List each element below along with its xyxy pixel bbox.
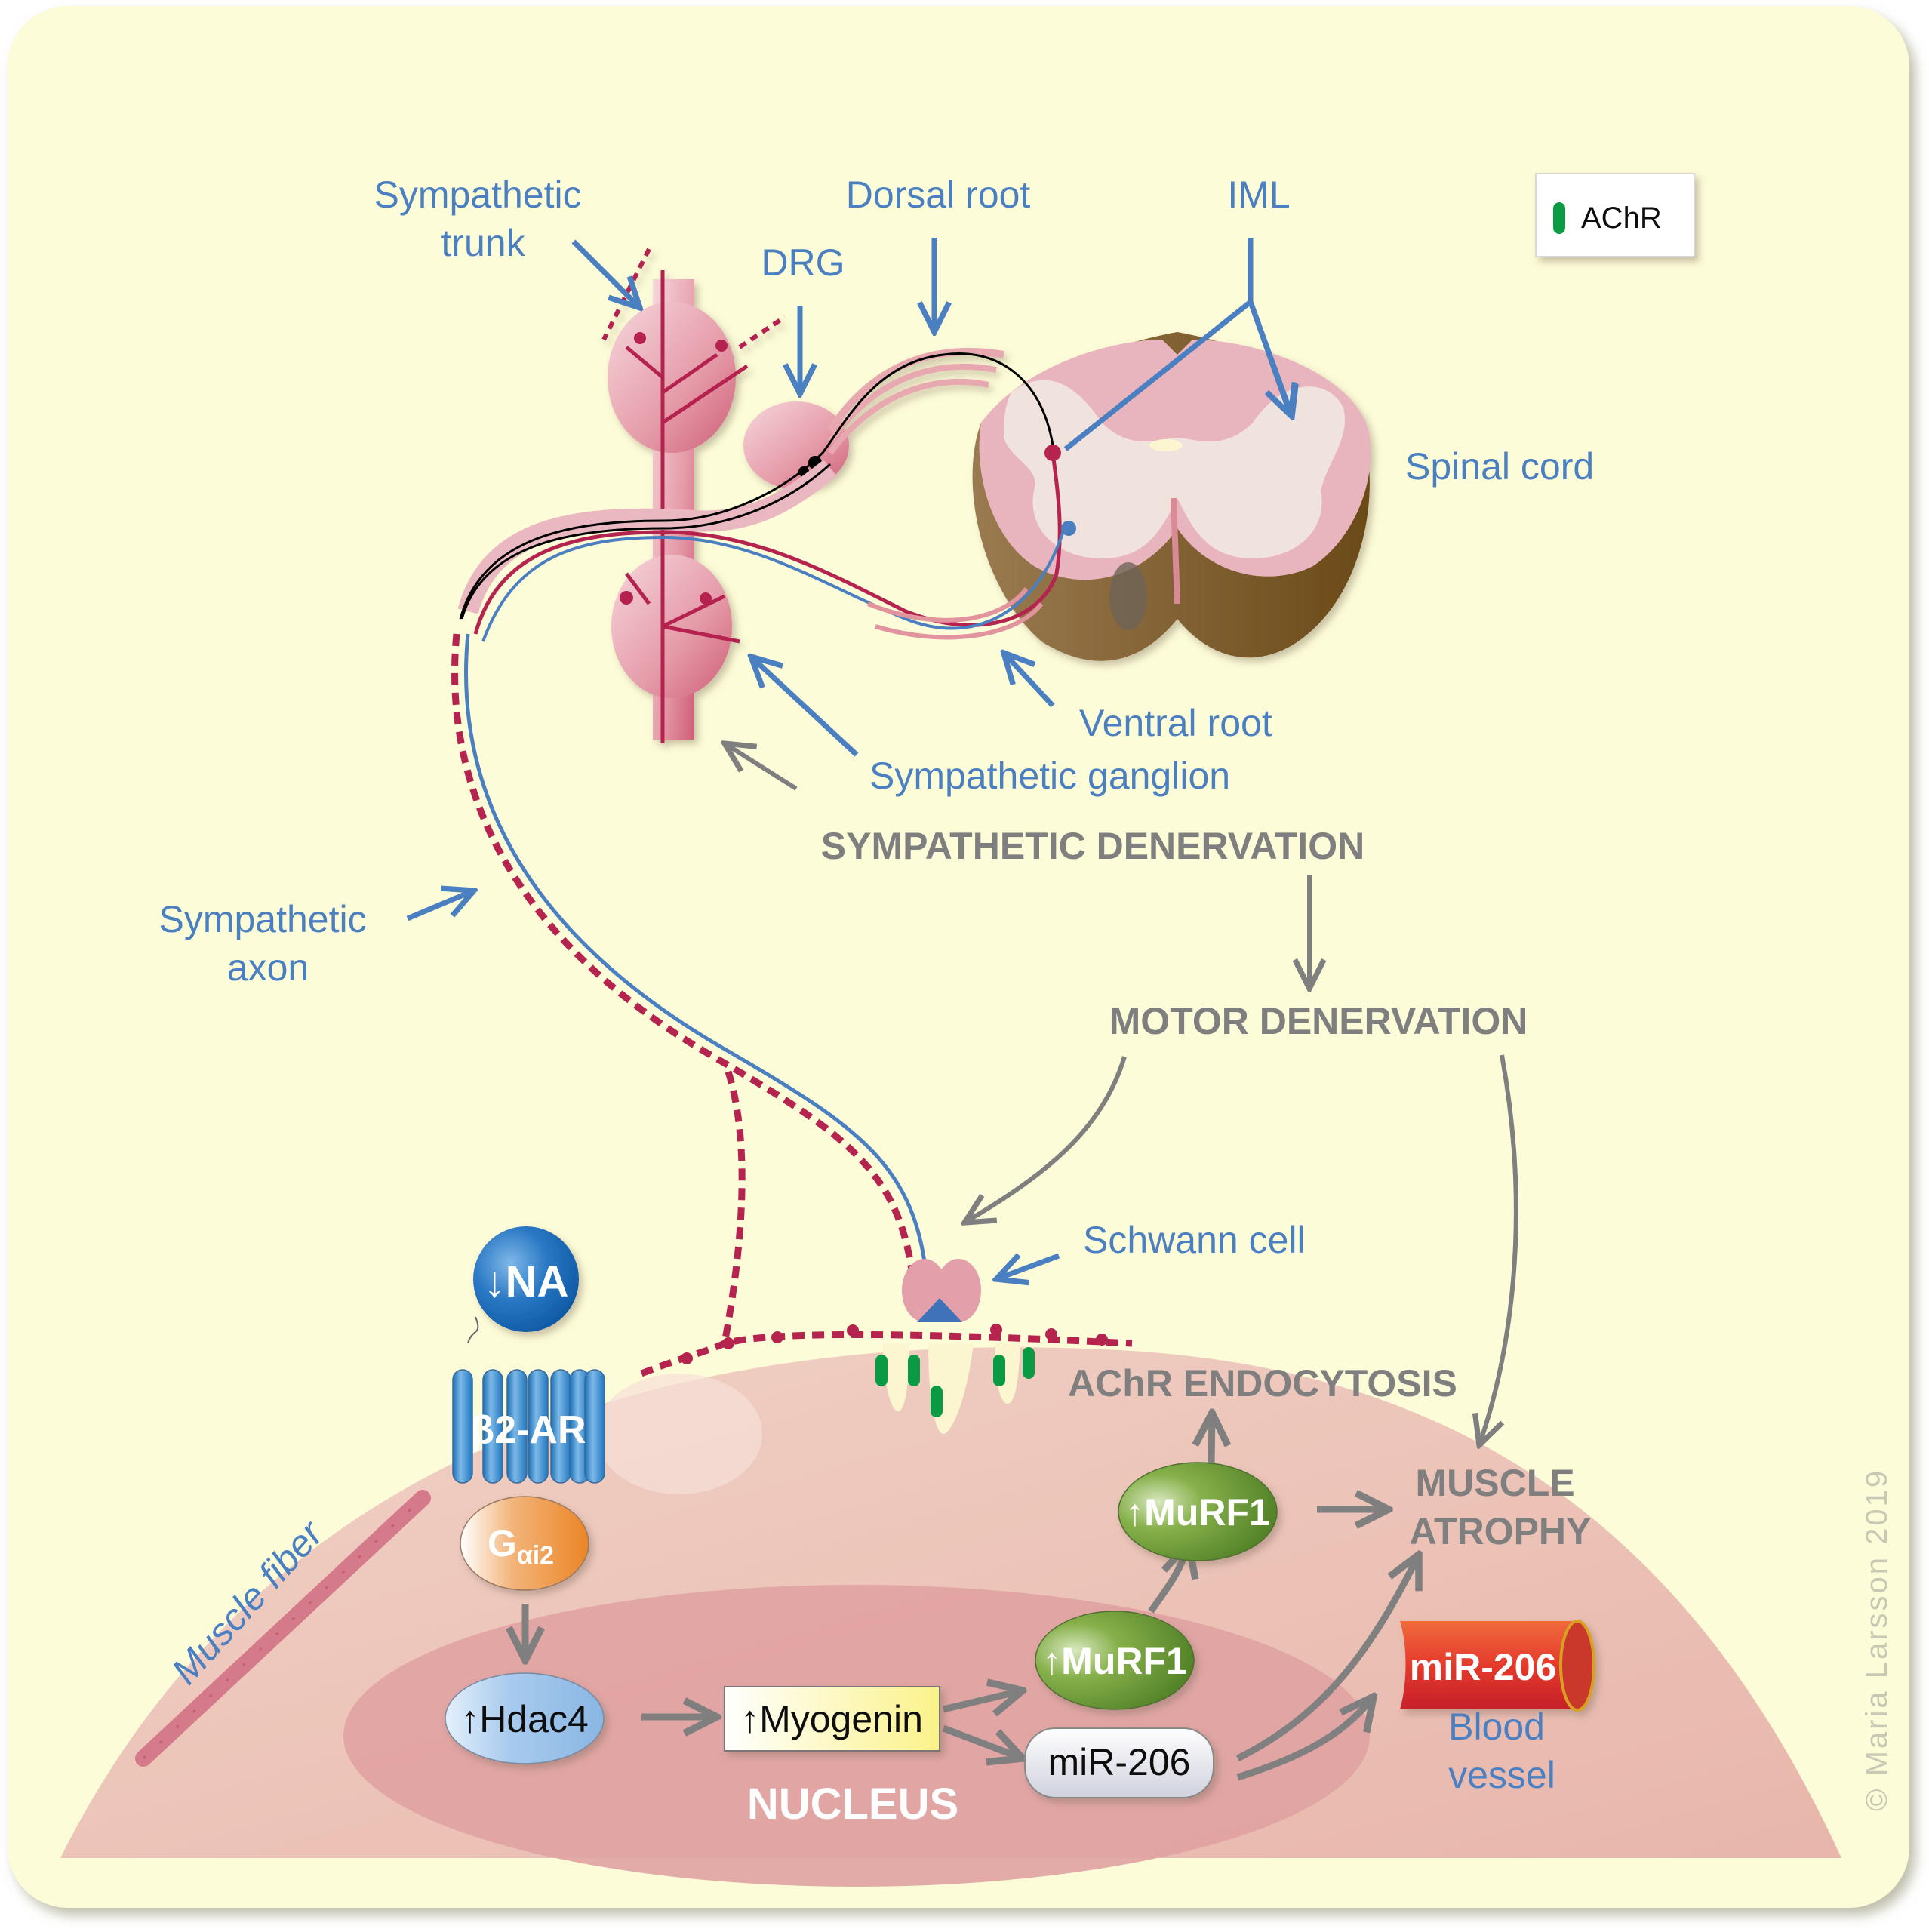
arrow-murf1-to-endocytosis [1211,1413,1212,1465]
achr-markers [875,1347,1035,1417]
muscle-highlight [596,1374,762,1494]
label-sympathetic-axon: Sympathetic axon [158,898,377,989]
achr-marker [993,1355,1005,1386]
label-muscle-atrophy: MUSCLE ATROPHY [1410,1462,1592,1552]
nerve-bundles [457,352,1076,642]
achr-marker [1023,1347,1035,1379]
up-arrow-icon: ↑ [1042,1640,1061,1682]
achr-marker [875,1355,888,1386]
up-arrow-icon: ↑ [1125,1491,1144,1534]
capillary [135,1490,431,1767]
label-dorsal-root: Dorsal root [846,174,1031,216]
arrow-ventral-root [1004,653,1055,708]
arrow-motor-den-to-nmj [964,1056,1127,1223]
up-arrow-icon: ↑ [460,1698,479,1740]
label-sympathetic-ganglion: Sympathetic ganglion [869,755,1230,797]
label-achr-endocytosis: AChR ENDOCYTOSIS [1068,1362,1457,1404]
mir206-nucleus: miR-206 [1024,1727,1214,1798]
arrow-mir206-to-atrophy [1235,1555,1419,1762]
achr-marker [931,1386,943,1417]
label-nucleus: NUCLEUS [747,1780,958,1829]
hdac4: ↑Hdac4 [445,1672,605,1764]
murf1-nucleus: ↑MuRF1 [1035,1611,1195,1710]
blood-vessel: miR-206 [1400,1620,1595,1712]
arrow-motor-den-to-atrophy [1479,1054,1518,1445]
up-arrow-icon: ↑ [740,1698,759,1740]
svg-text:Gαi2: Gαi2 [488,1522,554,1570]
arrow-myogenin-to-mir206 [942,1724,1023,1758]
sympathetic-axon [451,633,1133,1377]
label-schwann-cell: Schwann cell [1083,1219,1306,1261]
svg-text:AChR: AChR [1581,202,1662,235]
legend: AChR [1535,173,1695,257]
arrow-symp-den-to-trunk [725,743,798,791]
label-sympathetic-trunk: Sympathetic trunk [374,174,592,264]
label-drg: DRG [761,242,845,284]
down-arrow-icon: ↓ [484,1257,506,1306]
svg-text:↑Myogenin: ↑Myogenin [740,1698,923,1740]
svg-text:↑MuRF1: ↑MuRF1 [1125,1491,1270,1534]
svg-text:↑Hdac4: ↑Hdac4 [460,1698,589,1740]
label-blood-vessel: Blood vessel [1448,1706,1555,1796]
label-sympathetic-denervation: SYMPATHETIC DENERVATION [821,825,1364,867]
svg-text:↓NA: ↓NA [484,1257,569,1306]
arrow-iml-right [1248,300,1292,417]
arrow-sympathetic-ganglion [751,657,859,757]
label-spinal-cord: Spinal cord [1405,445,1594,488]
svg-text:miR-206: miR-206 [1048,1741,1191,1783]
myogenin: ↑Myogenin [724,1686,940,1752]
svg-text:miR-206: miR-206 [1410,1646,1557,1688]
murf1-cytoplasm: ↑MuRF1 [1118,1462,1278,1561]
g-alpha-i2: Gαi2 [460,1496,589,1591]
arrow-mir206-to-vessel [1236,1697,1374,1781]
label-iml: IML [1227,174,1290,216]
copyright: © Maria Larsson 2019 [1860,1469,1894,1811]
arrow-myogenin-to-murf1 [942,1690,1023,1709]
achr-legend-swatch [1553,202,1565,234]
arrow-sympathetic-trunk [571,239,640,308]
achr-marker [908,1355,920,1386]
label-ventral-root: Ventral root [1079,702,1272,744]
beta2-adrenergic-receptor: β2-AR [452,1316,605,1484]
svg-text:↑MuRF1: ↑MuRF1 [1042,1640,1187,1682]
arrow-sympathetic-axon [406,891,474,921]
arrow-schwann-cell [996,1256,1060,1279]
na-molecule: ↓NA [473,1226,579,1332]
label-motor-denervation: MOTOR DENERVATION [1109,1000,1528,1042]
svg-text:β2-AR: β2-AR [470,1408,586,1452]
